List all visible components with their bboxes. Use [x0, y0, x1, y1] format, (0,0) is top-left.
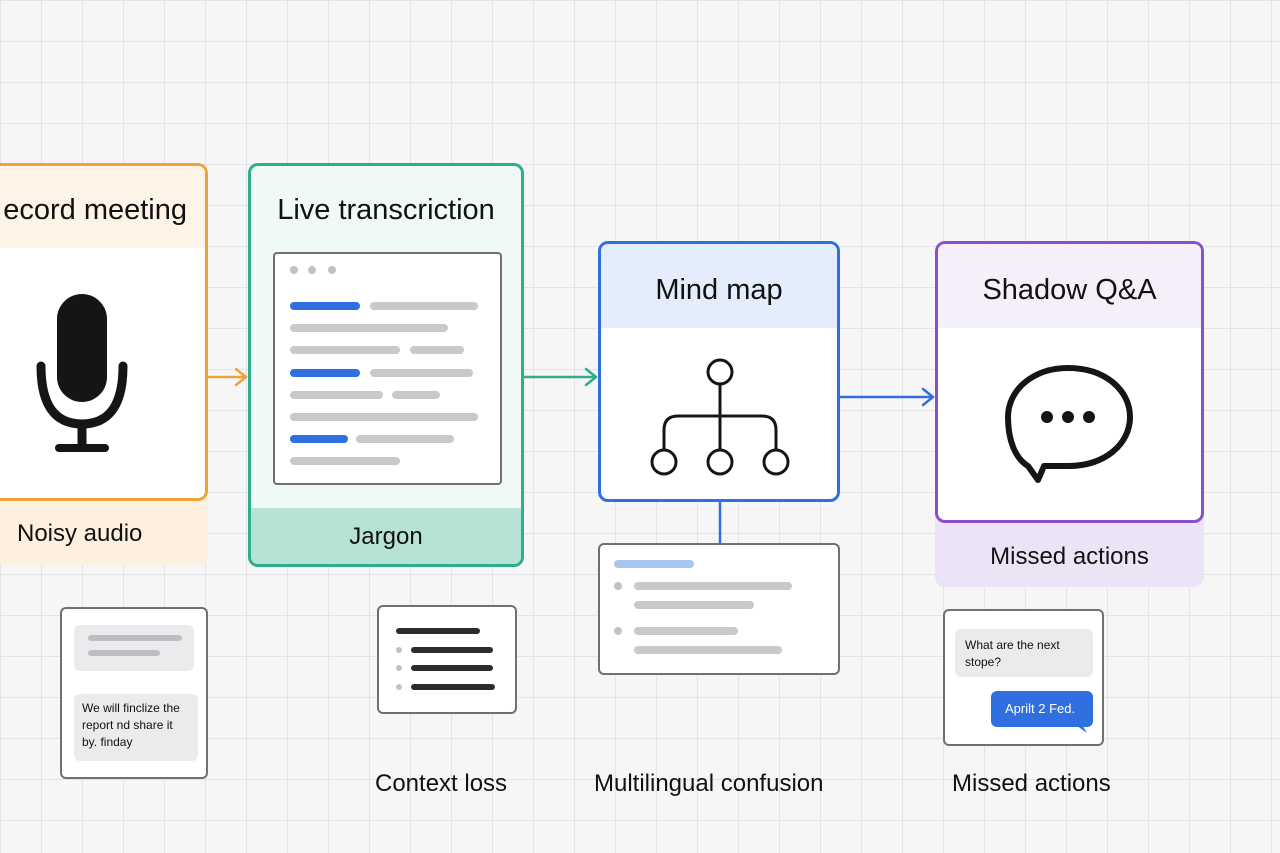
bullet-dot	[396, 684, 402, 690]
window-dot	[308, 266, 316, 274]
list-line	[411, 684, 495, 690]
microphone-icon	[36, 294, 128, 452]
stage-title: Shadow Q&A	[982, 274, 1157, 306]
stage-record-meeting[interactable]: ecord meeting Noisy audio	[0, 163, 208, 565]
window-dot	[290, 266, 298, 274]
mindmap-note-card	[598, 543, 840, 675]
transcript-line	[290, 413, 478, 421]
transcript-line	[392, 391, 440, 399]
stage-live-transcription[interactable]: Live transcriction Jargon	[248, 163, 524, 567]
stage-title: Live transcriction	[277, 194, 495, 226]
chat-card: We will finclize the report nd share it …	[60, 607, 208, 779]
caption-missed-actions: Missed actions	[952, 770, 1111, 797]
transcript-line	[290, 302, 360, 310]
chat-question: What are the next stope?	[955, 629, 1093, 677]
stage-caption: Noisy audio	[17, 520, 143, 547]
note-line	[634, 601, 754, 609]
stage-shadow-qa[interactable]: Shadow Q&A Missed actions	[935, 241, 1204, 587]
chat-message: We will finclize the report nd share it …	[74, 694, 198, 761]
transcript-line	[290, 457, 400, 465]
stage-mind-map[interactable]: Mind map	[598, 241, 840, 502]
bubble-tail	[1073, 723, 1087, 733]
bullet-dot	[614, 582, 622, 590]
transcript-line	[290, 369, 360, 377]
transcript-line	[370, 369, 473, 377]
tree-icon	[650, 358, 790, 476]
note-line	[634, 627, 738, 635]
list-card	[377, 605, 517, 714]
stage-caption: Jargon	[349, 523, 423, 550]
window-dot	[328, 266, 336, 274]
transcript-line	[290, 435, 348, 443]
list-line	[411, 665, 493, 671]
bullet-dot	[396, 647, 402, 653]
caption-multilingual-confusion: Multilingual confusion	[594, 770, 824, 797]
bullet-dot	[614, 627, 622, 635]
transcript-line	[356, 435, 454, 443]
list-line	[411, 647, 493, 653]
stage-title: ecord meeting	[3, 194, 187, 226]
transcript-line	[370, 302, 478, 310]
transcript-window	[273, 252, 502, 485]
note-heading-line	[614, 560, 694, 568]
chat-bubble-icon	[1005, 365, 1133, 483]
caption-context-loss: Context loss	[375, 770, 508, 797]
note-line	[634, 582, 792, 590]
stage-caption: Missed actions	[990, 543, 1149, 570]
bullet-dot	[396, 665, 402, 671]
list-line	[396, 628, 480, 634]
transcript-line	[410, 346, 464, 354]
chat-answer: Aprilt 2 Fed.	[991, 691, 1093, 727]
note-line	[634, 646, 782, 654]
transcript-line	[290, 324, 448, 332]
qa-chat-card: What are the next stope? Aprilt 2 Fed.	[943, 609, 1104, 746]
transcript-line	[290, 346, 400, 354]
stage-title: Mind map	[655, 274, 783, 306]
transcript-line	[290, 391, 383, 399]
chat-bubble-incoming	[74, 625, 194, 671]
